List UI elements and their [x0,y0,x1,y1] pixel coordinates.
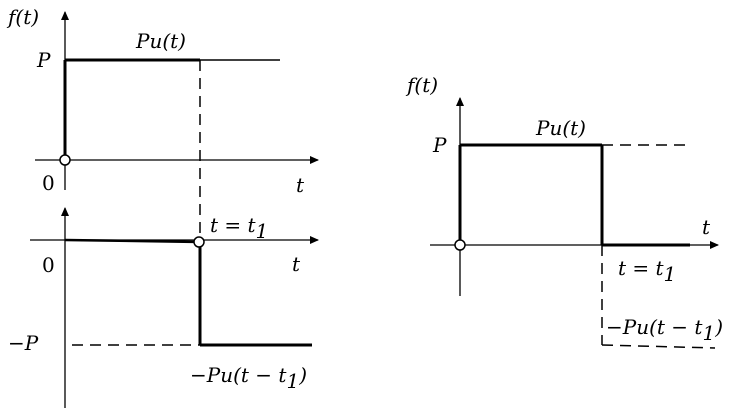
time-label: t = t1 [210,213,268,243]
t1-open-circle [193,236,205,248]
time-label: t = t1 [618,256,676,286]
x-axis-label: t [292,252,301,276]
level-label: P [432,133,447,157]
origin-label: 0 [42,171,55,195]
curve-label: Pu(t) [535,116,586,140]
zero-segment [64,238,201,244]
curve-label: Pu(t) [135,29,186,53]
y-axis-label: f(t) [405,73,438,97]
curve-label: −Pu(t − t1) [190,363,307,393]
panel-bottom-left: 0 t −P t = t1 −Pu(t − t1) [8,207,319,408]
level-label: P [36,48,51,72]
origin-label: 0 [42,253,55,277]
negative-level-dashed [601,344,716,349]
origin-open-circle [454,239,466,251]
origin-open-circle [59,154,71,166]
x-axis-label: t [702,215,711,239]
panel-right: f(t) P Pu(t) t t = t1 −Pu(t − t1) [405,73,723,349]
curve-label-negative: −Pu(t − t1) [606,315,723,345]
level-label: −P [8,331,39,355]
x-axis-label: t [296,173,305,197]
panel-top-left: f(t) P 0 t Pu(t) [6,5,319,238]
y-axis-label: f(t) [6,5,39,29]
